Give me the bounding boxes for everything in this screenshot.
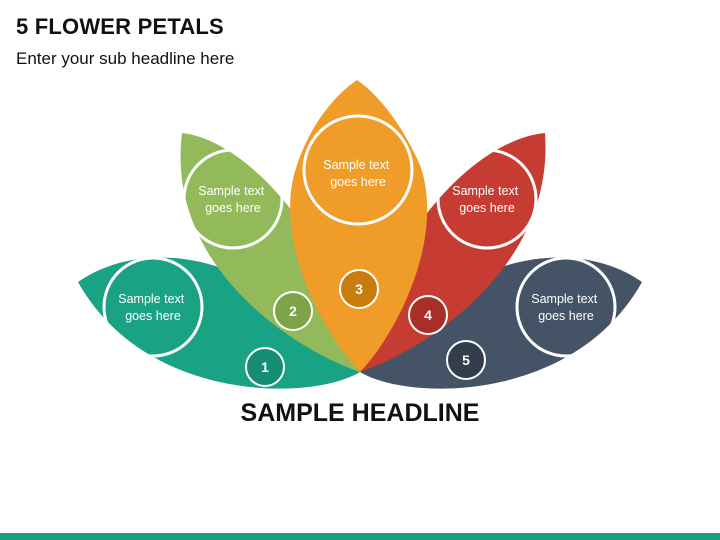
page-subtitle: Enter your sub headline here <box>16 49 235 68</box>
petal-3-text-line2: goes here <box>330 175 386 189</box>
petal-3: Sample text goes here 3 <box>290 80 428 372</box>
diagram-headline: SAMPLE HEADLINE <box>241 399 480 427</box>
petal-5-shape <box>360 257 642 389</box>
petal-3-number-badge <box>339 269 379 309</box>
petal-1-number: 1 <box>261 359 269 375</box>
petal-2-number-badge <box>273 291 313 331</box>
petal-1-number-badge <box>245 347 285 387</box>
petal-3-text-circle <box>302 114 414 226</box>
petal-4-text-line2: goes here <box>459 201 515 215</box>
petal-4-text-line1: Sample text <box>452 184 519 198</box>
svg-text:Sample text goes here: Sample text goes here <box>452 184 522 215</box>
petal-5-text-line2: goes here <box>538 309 594 323</box>
petal-4-number-badge <box>408 295 448 335</box>
petal-5-number: 5 <box>462 352 470 368</box>
svg-text:Sample text goes here: Sample text goes here <box>323 158 393 189</box>
petal-5-text-line1: Sample text <box>531 292 598 306</box>
petal-2-text-circle <box>182 148 284 250</box>
petal-1-text-circle <box>102 256 204 358</box>
petal-5-text-circle <box>515 256 617 358</box>
petal-1: Sample text goes here 1 <box>78 256 360 389</box>
petal-2-shape <box>180 133 360 372</box>
petal-1-text-line1: Sample text <box>118 292 185 306</box>
petal-4: Sample text goes here 4 <box>360 133 546 372</box>
petal-4-number: 4 <box>424 307 432 323</box>
petal-4-shape <box>360 133 546 372</box>
petal-1-shape <box>78 257 360 389</box>
svg-text:Sample text goes here: Sample text goes here <box>531 292 601 323</box>
petal-2-text-line1: Sample text <box>198 184 265 198</box>
svg-text:Sample text goes here: Sample text goes here <box>118 292 188 323</box>
petal-5-number-badge <box>446 340 486 380</box>
bottom-accent-bar <box>0 533 720 540</box>
svg-text:Sample text goes here: Sample text goes here <box>198 184 268 215</box>
petal-3-number: 3 <box>355 281 363 297</box>
petal-2: Sample text goes here 2 <box>180 133 360 372</box>
petal-1-text-line2: goes here <box>125 309 181 323</box>
petal-3-shape <box>290 80 428 372</box>
petal-2-text-line2: goes here <box>205 201 261 215</box>
page-title: 5 FLOWER PETALS <box>16 14 224 39</box>
petal-4-text-circle <box>436 148 538 250</box>
petal-3-text-line1: Sample text <box>323 158 390 172</box>
petal-5: Sample text goes here 5 <box>360 256 642 389</box>
petal-2-number: 2 <box>289 303 297 319</box>
